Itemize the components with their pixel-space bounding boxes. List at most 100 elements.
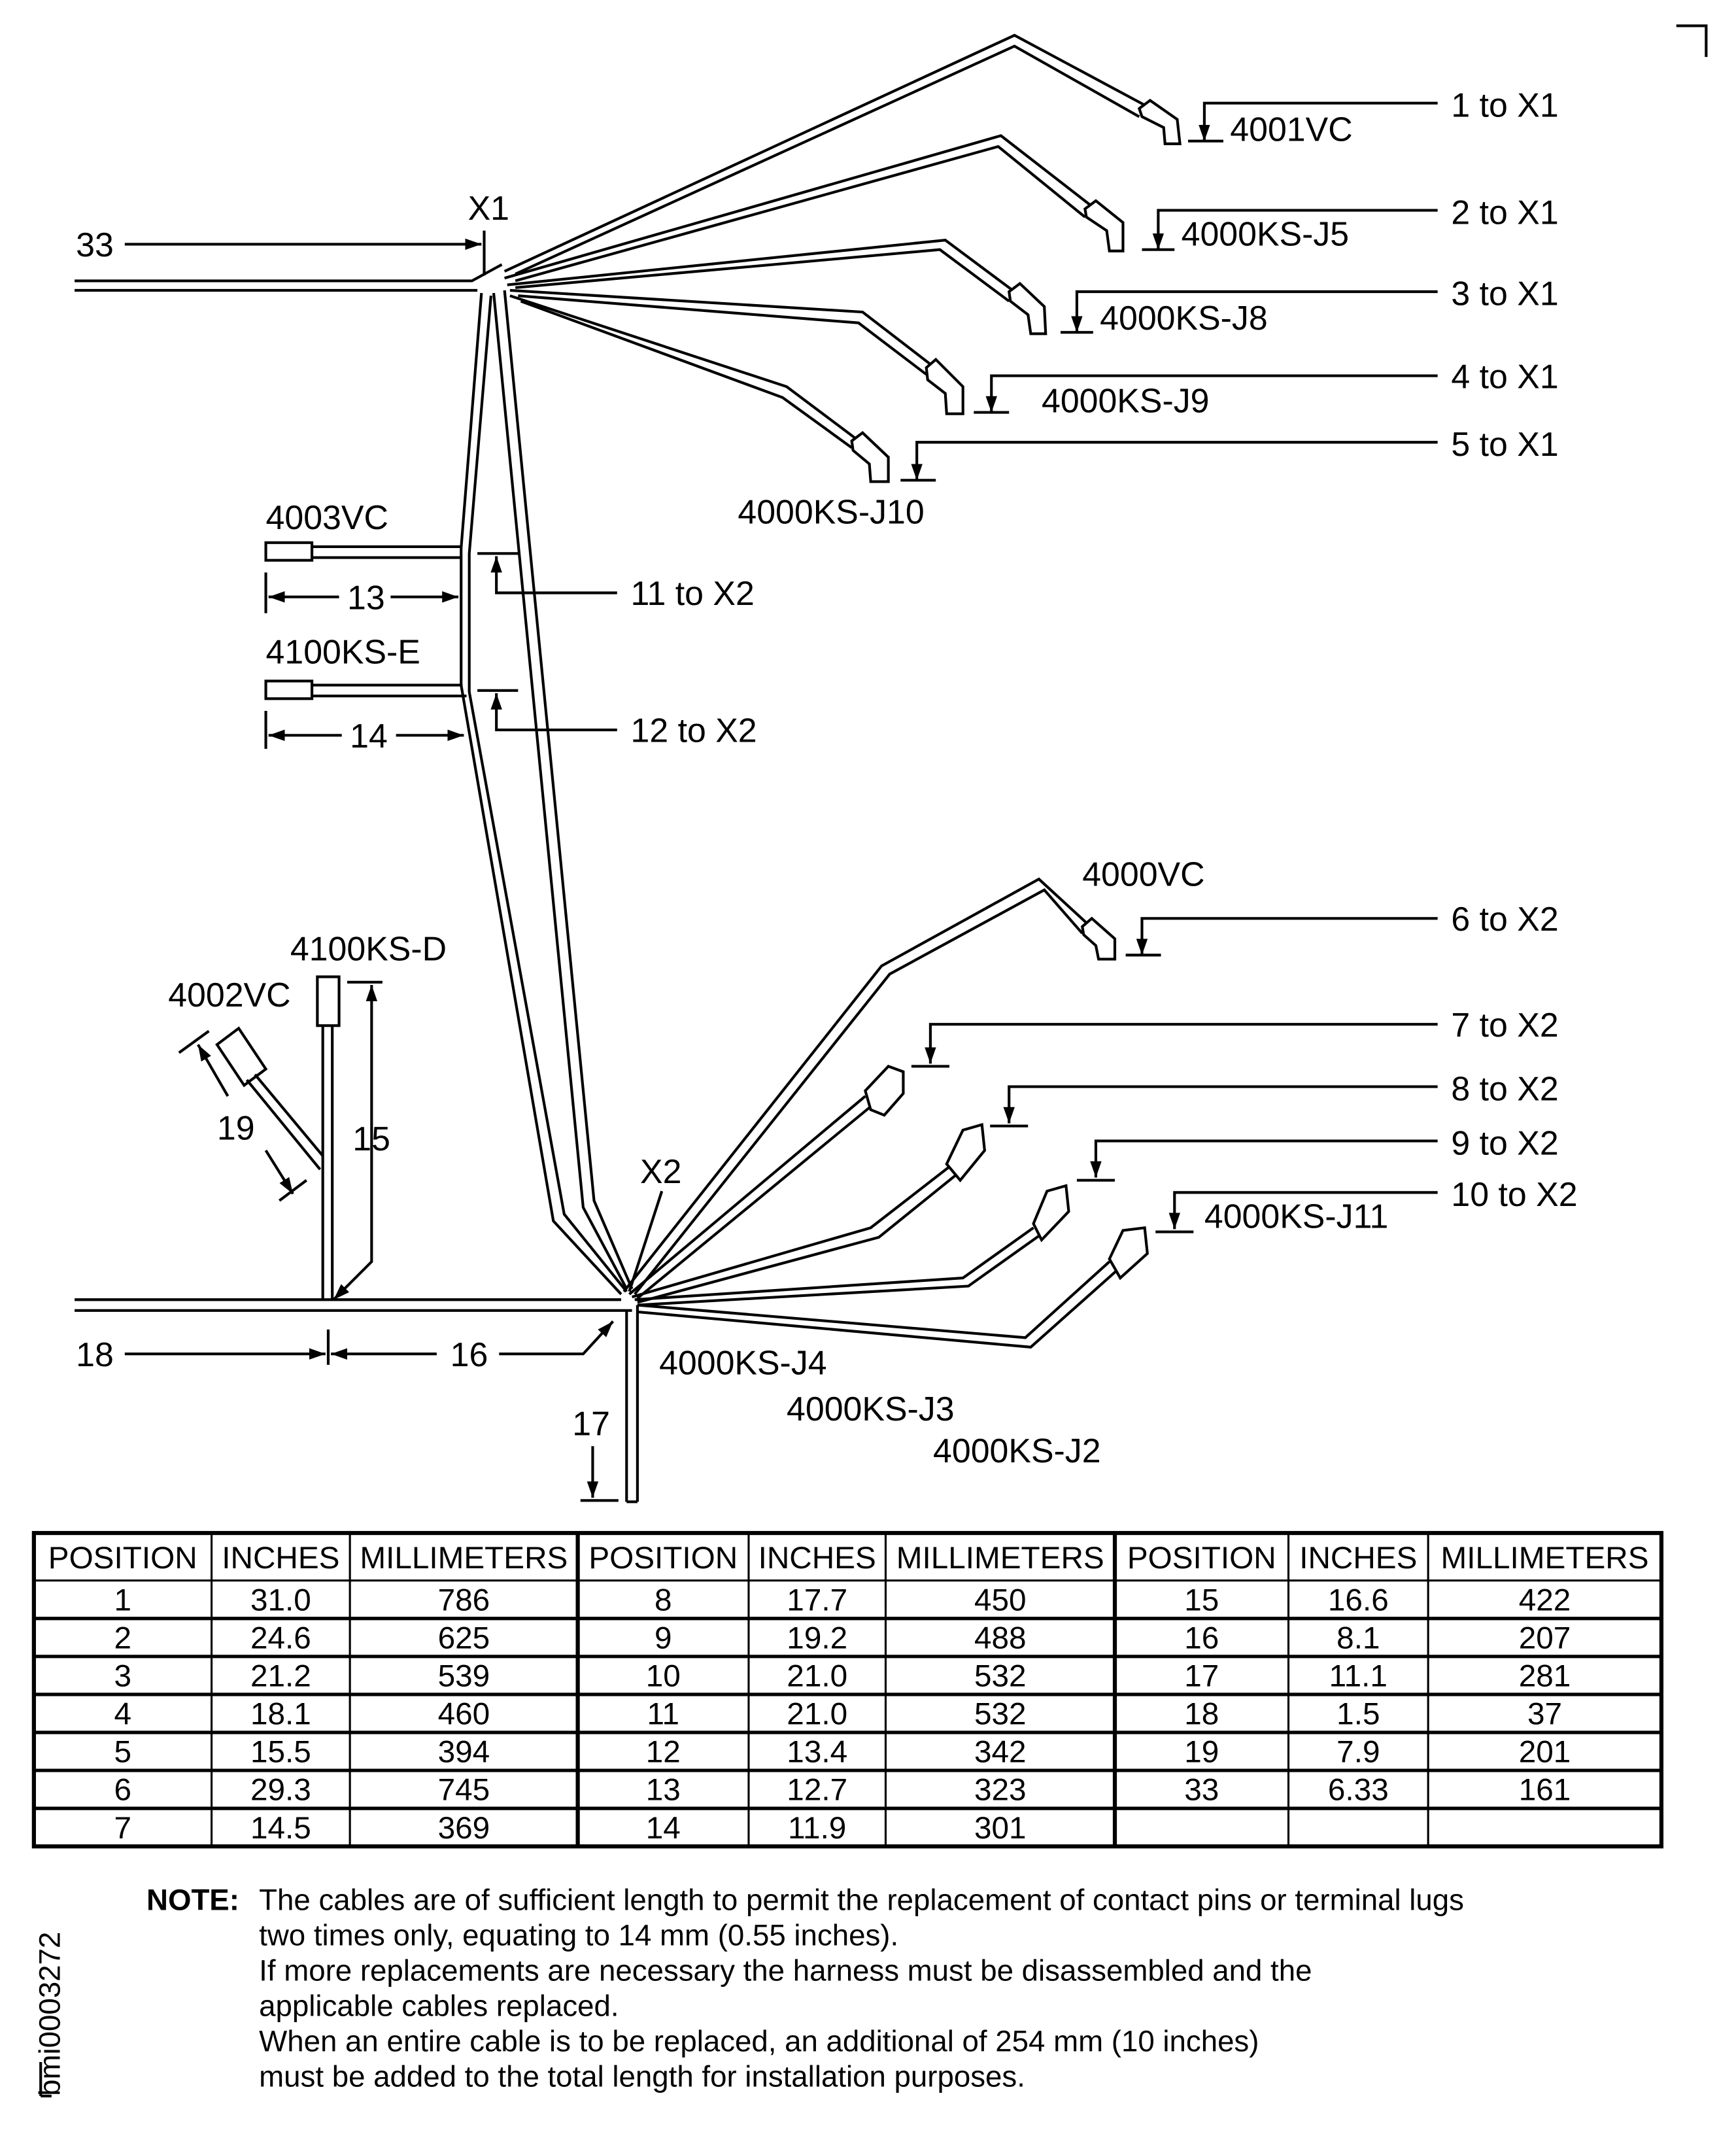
table-header-cell: INCHES bbox=[222, 1541, 339, 1575]
table-header-cell: MILLIMETERS bbox=[1441, 1541, 1649, 1575]
branch-5 bbox=[509, 294, 890, 483]
table-cell: 201 bbox=[1519, 1735, 1571, 1770]
table-cell: 13 bbox=[646, 1773, 681, 1808]
callout-6: 6 to X2 bbox=[1451, 900, 1558, 938]
table-header-cell: POSITION bbox=[48, 1541, 197, 1575]
table-cell: 394 bbox=[438, 1735, 490, 1770]
branch-9 bbox=[634, 1184, 1070, 1307]
table-cell: 14 bbox=[646, 1811, 681, 1846]
callout-10: 10 to X2 bbox=[1451, 1175, 1577, 1213]
table-cell: 3 bbox=[114, 1659, 131, 1693]
note-line: The cables are of sufficient length to p… bbox=[259, 1884, 1464, 1917]
table-cell: 532 bbox=[974, 1659, 1027, 1693]
connector-4100KS-E-label: 4100KS-E bbox=[266, 632, 420, 670]
branch-10 bbox=[637, 1226, 1149, 1349]
connector-4000KS-J10-label: 4000KS-J10 bbox=[738, 493, 924, 531]
figure-id-block: bmi0003272 bbox=[33, 1932, 66, 2097]
callout-8: 8 to X2 bbox=[1451, 1069, 1558, 1107]
table-header-cell: INCHES bbox=[1299, 1541, 1417, 1575]
connector-4100KS-E-body bbox=[264, 680, 314, 700]
table-cell: 18.1 bbox=[250, 1697, 311, 1732]
connector-J11-body bbox=[1108, 1226, 1149, 1281]
connector-4100KS-D-body bbox=[316, 975, 341, 1027]
junction-x1-label: X1 bbox=[468, 189, 509, 227]
table-header-cell: INCHES bbox=[758, 1541, 876, 1575]
table-cell: 5 bbox=[114, 1735, 131, 1770]
callout-1: 1 to X1 bbox=[1451, 86, 1558, 124]
dimension-lines bbox=[124, 101, 1438, 1502]
table-cell: 1 bbox=[114, 1583, 131, 1617]
table-cell: 18 bbox=[1184, 1697, 1219, 1732]
figure-id: bmi0003272 bbox=[33, 1932, 66, 2096]
table-cell: 11.9 bbox=[788, 1811, 846, 1846]
table-cell: 369 bbox=[438, 1811, 490, 1846]
table-cell: 29.3 bbox=[250, 1773, 311, 1808]
table-cell: 625 bbox=[438, 1621, 490, 1655]
connector-8-body bbox=[945, 1122, 987, 1182]
table-cell: 745 bbox=[438, 1773, 490, 1808]
connector-4000KS-J5-label: 4000KS-J5 bbox=[1182, 215, 1350, 252]
dimension-15-label: 15 bbox=[352, 1120, 390, 1158]
branch-2 bbox=[504, 134, 1125, 283]
connector-4000KS-J2-label: 4000KS-J2 bbox=[933, 1432, 1101, 1470]
callout-7: 7 to X2 bbox=[1451, 1006, 1558, 1044]
connector-4003VC-body bbox=[264, 541, 314, 562]
note-line: applicable cables replaced. bbox=[259, 1989, 619, 2023]
table-cell: 17.7 bbox=[787, 1583, 847, 1617]
table-cell: 539 bbox=[438, 1659, 490, 1693]
table-cell: 17 bbox=[1184, 1659, 1219, 1693]
connector-J5-body bbox=[1083, 199, 1125, 252]
callout-5: 5 to X1 bbox=[1451, 425, 1558, 463]
trunk-x2 bbox=[75, 1298, 639, 1504]
connector-4000VC-body bbox=[1080, 916, 1117, 961]
callout-9: 9 to X2 bbox=[1451, 1124, 1558, 1162]
table-cell: 6 bbox=[114, 1773, 131, 1808]
table-cell: 301 bbox=[974, 1811, 1027, 1846]
table-cell: 37 bbox=[1527, 1697, 1562, 1732]
table-cell: 1.5 bbox=[1336, 1697, 1380, 1732]
connector-4003VC-label: 4003VC bbox=[266, 498, 388, 536]
connector-4002VC-label: 4002VC bbox=[168, 976, 290, 1014]
table-cell: 31.0 bbox=[250, 1583, 311, 1617]
dimension-19-label: 19 bbox=[217, 1109, 255, 1146]
table-cell: 460 bbox=[438, 1697, 490, 1732]
table-header-cell: POSITION bbox=[1127, 1541, 1276, 1575]
table-cell: 281 bbox=[1519, 1659, 1571, 1693]
callout-2: 2 to X1 bbox=[1451, 193, 1558, 231]
table-cell: 450 bbox=[974, 1583, 1027, 1617]
connector-4001VC-label: 4001VC bbox=[1230, 111, 1352, 148]
table-cell: 9 bbox=[655, 1621, 672, 1655]
connector-J9-body bbox=[925, 357, 964, 415]
connector-4000KS-J3-label: 4000KS-J3 bbox=[787, 1390, 955, 1428]
note-line: must be added to the total length for in… bbox=[259, 2059, 1025, 2093]
branch-4 bbox=[509, 288, 964, 415]
table-cell: 6.33 bbox=[1328, 1773, 1389, 1808]
table-cell: 16.6 bbox=[1328, 1583, 1389, 1617]
junction-x2-label: X2 bbox=[640, 1152, 681, 1190]
table-cell: 7.9 bbox=[1336, 1735, 1380, 1770]
table-cell: 2 bbox=[114, 1621, 131, 1655]
dimension-33-label: 33 bbox=[76, 226, 114, 264]
table-cell: 12 bbox=[646, 1735, 681, 1770]
note-line: If more replacements are necessary the h… bbox=[259, 1954, 1312, 1988]
connector-4000KS-J9-label: 4000KS-J9 bbox=[1042, 382, 1210, 420]
note-line: When an entire cable is to be replaced, … bbox=[259, 2024, 1259, 2057]
connector-4000KS-J11-label: 4000KS-J11 bbox=[1204, 1197, 1388, 1235]
length-table: POSITION INCHES MILLIMETERS POSITION INCHES M… bbox=[31, 1530, 1664, 1849]
table-cell: 16 bbox=[1184, 1621, 1219, 1655]
table-cell: 15.5 bbox=[250, 1735, 311, 1770]
callout-4: 4 to X1 bbox=[1451, 357, 1558, 395]
branch-15 bbox=[316, 975, 341, 1300]
table-header-cell: MILLIMETERS bbox=[896, 1541, 1104, 1575]
connector-4000VC-label: 4000VC bbox=[1082, 855, 1204, 893]
branch-19 bbox=[215, 1026, 324, 1171]
connector-J8-body bbox=[1007, 281, 1047, 336]
note-label: NOTE: bbox=[146, 1884, 239, 1917]
table-header-cell: MILLIMETERS bbox=[360, 1541, 568, 1575]
labels: X1 X2 33 13 14 15 19 18 16 17 4001VC 400… bbox=[76, 86, 1577, 1470]
table-cell: 8.1 bbox=[1336, 1621, 1380, 1655]
branch-3 bbox=[507, 239, 1047, 336]
table-cell: 342 bbox=[974, 1735, 1027, 1770]
table-cell: 4 bbox=[114, 1697, 131, 1732]
